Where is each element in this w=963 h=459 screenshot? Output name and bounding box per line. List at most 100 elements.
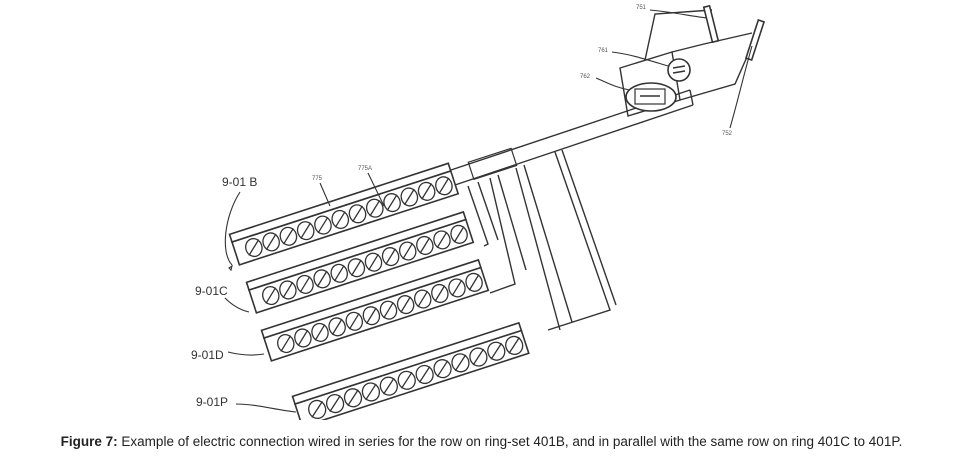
coil-turn xyxy=(369,199,381,217)
coil-turn xyxy=(438,177,450,195)
terminal-752 xyxy=(744,19,766,61)
coil-ring xyxy=(413,289,432,309)
switch-box xyxy=(619,9,753,117)
terminal-751 xyxy=(702,4,720,44)
coil-ring xyxy=(330,263,349,283)
coil-ring xyxy=(279,280,297,300)
coil-ring xyxy=(331,209,350,230)
coil-turn xyxy=(402,242,414,260)
coil-ring xyxy=(328,317,346,337)
coil-ring xyxy=(396,295,415,315)
coil-row xyxy=(262,224,468,306)
coil-ring xyxy=(347,258,366,278)
coil-ring xyxy=(400,187,419,207)
coil-turn xyxy=(334,211,346,228)
coil-turn xyxy=(300,222,312,239)
coil-ring xyxy=(383,193,401,213)
coil-rings xyxy=(245,176,524,420)
coil-ring xyxy=(343,388,363,408)
coil-turn xyxy=(434,285,446,302)
coil-ring xyxy=(277,333,295,354)
coil-turn xyxy=(366,307,377,324)
ref-761: 761 xyxy=(598,48,609,54)
coil-turn xyxy=(317,216,329,234)
coil-ring xyxy=(487,341,506,361)
coil-ring xyxy=(311,322,329,342)
ref-775: 775 xyxy=(312,176,323,182)
coil-turn xyxy=(282,228,294,245)
coil-turn xyxy=(351,259,362,276)
coil-ring xyxy=(397,370,416,390)
label-row-p: 9-01P xyxy=(196,395,228,409)
coil-ring xyxy=(294,328,312,348)
coil-row xyxy=(277,272,483,354)
coil-ring xyxy=(435,176,453,196)
coil-ring xyxy=(325,393,345,414)
wiring-diagram: 9-01 B 9-01C 9-01D 9-01P 775 775A 751 76… xyxy=(191,4,766,420)
coil-ring xyxy=(348,204,367,224)
coil-ring xyxy=(362,306,381,326)
caption-figure-number: Figure 7: xyxy=(60,434,118,449)
coil-ring xyxy=(279,226,298,246)
label-row-d: 9-01D xyxy=(191,348,224,362)
coil-turn xyxy=(333,265,345,282)
coil-ring xyxy=(296,221,315,241)
coil-ring xyxy=(465,272,483,292)
coil-row xyxy=(308,335,524,420)
coil-turn xyxy=(418,366,431,383)
figure-caption: Figure 7: Example of electric connection… xyxy=(0,434,963,449)
coil-ring xyxy=(398,241,417,261)
coil-turn xyxy=(383,301,394,319)
controller-762 xyxy=(625,82,677,112)
coil-ring xyxy=(433,230,451,250)
coil-turn xyxy=(329,395,341,412)
coil-turn xyxy=(299,276,311,293)
coil-ring xyxy=(451,353,470,373)
coil-turn xyxy=(282,281,294,299)
coil-turn xyxy=(403,188,415,206)
coil-ring xyxy=(415,364,434,385)
coil-ring xyxy=(505,335,524,355)
coil-ring xyxy=(417,181,436,201)
coil-turn xyxy=(348,313,360,330)
coil-turn xyxy=(311,401,323,418)
ref-752: 752 xyxy=(722,131,733,137)
meter-761 xyxy=(667,58,691,82)
coil-turn xyxy=(451,279,463,297)
coil-ring xyxy=(450,224,468,244)
label-row-c: 9-01C xyxy=(195,284,228,298)
coil-ring xyxy=(245,237,263,258)
caption-text: Example of electric connection wired in … xyxy=(117,434,903,449)
parallel-feeders xyxy=(467,149,617,331)
coil-ring xyxy=(381,247,400,267)
coil-ring xyxy=(433,359,452,379)
coil-turn xyxy=(347,389,359,407)
coil-row xyxy=(245,176,453,258)
ref-751: 751 xyxy=(636,5,647,11)
coil-ring xyxy=(364,252,383,272)
ref-775a: 775A xyxy=(358,166,372,172)
coil-turn xyxy=(508,337,520,354)
coil-turn xyxy=(297,329,309,347)
coil-turn xyxy=(436,360,449,378)
coil-turn xyxy=(386,194,398,211)
coil-turn xyxy=(454,354,467,372)
coil-ring xyxy=(448,278,466,298)
coil-ring xyxy=(469,347,488,367)
row-label-leaders xyxy=(224,191,297,413)
coil-turn xyxy=(490,342,503,360)
coil-ring xyxy=(379,300,398,320)
coil-turn xyxy=(331,318,343,336)
coil-turn xyxy=(316,270,328,288)
reference-leaders xyxy=(319,9,753,207)
coil-ring xyxy=(296,274,314,294)
coil-turn xyxy=(248,239,260,256)
coil-turn xyxy=(385,248,396,265)
coil-turn xyxy=(365,383,377,401)
ref-762: 762 xyxy=(580,74,591,80)
coil-turn xyxy=(419,237,431,254)
coil-turn xyxy=(400,296,411,313)
coil-turn xyxy=(417,290,429,308)
coil-turn xyxy=(400,371,413,389)
coil-turn xyxy=(314,324,326,341)
